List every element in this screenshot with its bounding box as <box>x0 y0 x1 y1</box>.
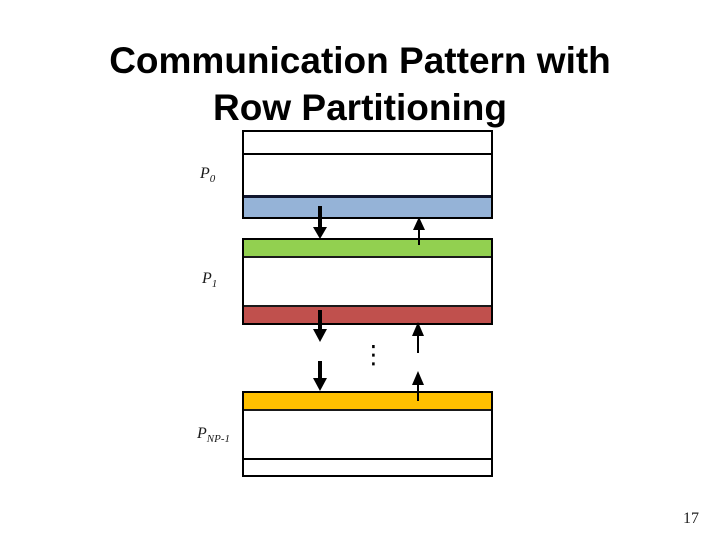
process-block-p0 <box>242 130 493 219</box>
pnp1-local-rows <box>244 411 491 458</box>
pnp1-recv-band-orange <box>244 393 491 411</box>
label-p0: P0 <box>200 165 216 185</box>
label-p1-sub: 1 <box>211 278 218 290</box>
p1-recv-band-green <box>244 240 491 258</box>
process-block-p1 <box>242 238 493 325</box>
page-number: 17 <box>683 510 699 527</box>
label-p1-base: P <box>202 270 212 287</box>
p0-send-band-blue <box>244 195 491 217</box>
slide-title: Communication Pattern with Row Partition… <box>0 37 720 131</box>
vertical-ellipsis: ⋮ <box>361 340 386 369</box>
slide-title-line1: Communication Pattern with <box>109 39 611 81</box>
down-arrow-prev-to-pnp1 <box>313 361 327 391</box>
label-p1: P1 <box>202 270 218 290</box>
p1-local-rows <box>244 258 491 305</box>
process-block-pnp1 <box>242 391 493 477</box>
label-pnp1-sub: NP-1 <box>206 433 231 445</box>
p0-header-row <box>244 132 491 155</box>
label-p0-sub: 0 <box>209 173 216 185</box>
label-pnp1: PNP-1 <box>197 425 231 445</box>
slide-title-line2: Row Partitioning <box>213 86 507 128</box>
p0-local-rows <box>244 155 491 195</box>
p1-send-band-red <box>244 305 491 323</box>
pnp1-footer-row <box>244 458 491 475</box>
up-arrow-next-to-p1 <box>412 322 424 353</box>
label-pnp1-base: P <box>197 425 207 442</box>
label-p0-base: P <box>200 165 210 182</box>
